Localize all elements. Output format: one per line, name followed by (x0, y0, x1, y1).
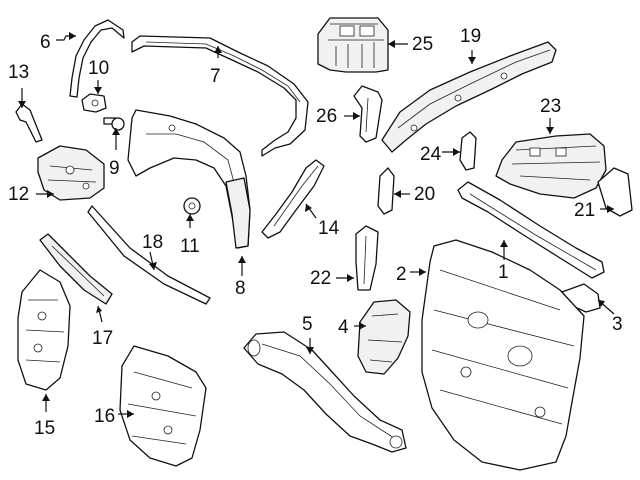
part-4-bracket (357, 299, 411, 375)
callout-8: 8 (235, 278, 246, 299)
callout-11: 11 (180, 236, 200, 257)
part-26-bracket (353, 85, 383, 143)
callout-16: 16 (94, 406, 115, 427)
part-22-bracket (355, 225, 379, 291)
callout-13: 13 (8, 62, 29, 83)
part-19-cowl-rail (381, 41, 557, 153)
part-11-plug (183, 197, 201, 215)
callout-23: 23 (540, 96, 561, 117)
part-10-nut (81, 93, 107, 113)
callout-21: 21 (574, 200, 595, 221)
part-23-housing (495, 133, 607, 199)
callout-24: 24 (420, 144, 442, 165)
callout-20: 20 (414, 184, 435, 205)
callout-17: 17 (92, 328, 113, 349)
part-5-duct (243, 331, 407, 453)
callout-26: 26 (316, 106, 337, 127)
part-17-strip (39, 233, 113, 305)
part-15-side-panel (17, 269, 71, 391)
part-21-bracket (597, 167, 633, 217)
callout-18: 18 (142, 232, 163, 253)
part-7-seal (131, 35, 309, 157)
callout-19: 19 (460, 26, 481, 47)
callout-10: 10 (88, 58, 109, 79)
part-16-side-panel (119, 345, 207, 467)
callout-6: 6 (40, 32, 51, 53)
part-14-brace (261, 159, 325, 239)
part-24-bracket (459, 131, 477, 171)
part-20-bracket (377, 167, 395, 215)
callout-25: 25 (412, 34, 433, 55)
callout-1: 1 (498, 262, 509, 283)
part-2-firewall (421, 239, 585, 471)
callout-4: 4 (338, 317, 349, 338)
part-9-bolt (103, 117, 125, 131)
part-1-cross-member (457, 181, 605, 279)
callout-14: 14 (318, 218, 340, 239)
callout-2: 2 (396, 264, 407, 285)
callout-7: 7 (210, 66, 221, 87)
part-6-cable (69, 19, 125, 98)
leader-arrows (18, 32, 614, 418)
part-25-vent-box (317, 17, 389, 73)
part-13-clip (15, 103, 43, 143)
callout-22: 22 (310, 268, 331, 289)
part-18-strip (87, 205, 211, 305)
part-8-panel (127, 109, 251, 249)
callout-15: 15 (34, 418, 55, 439)
callout-9: 9 (109, 158, 120, 179)
callout-5: 5 (302, 314, 313, 335)
part-12-bracket (37, 145, 105, 201)
callout-3: 3 (612, 314, 623, 335)
callout-12: 12 (8, 184, 29, 205)
callout-labels: 6 7 25 19 13 10 9 26 23 24 12 11 14 20 2… (8, 26, 623, 439)
